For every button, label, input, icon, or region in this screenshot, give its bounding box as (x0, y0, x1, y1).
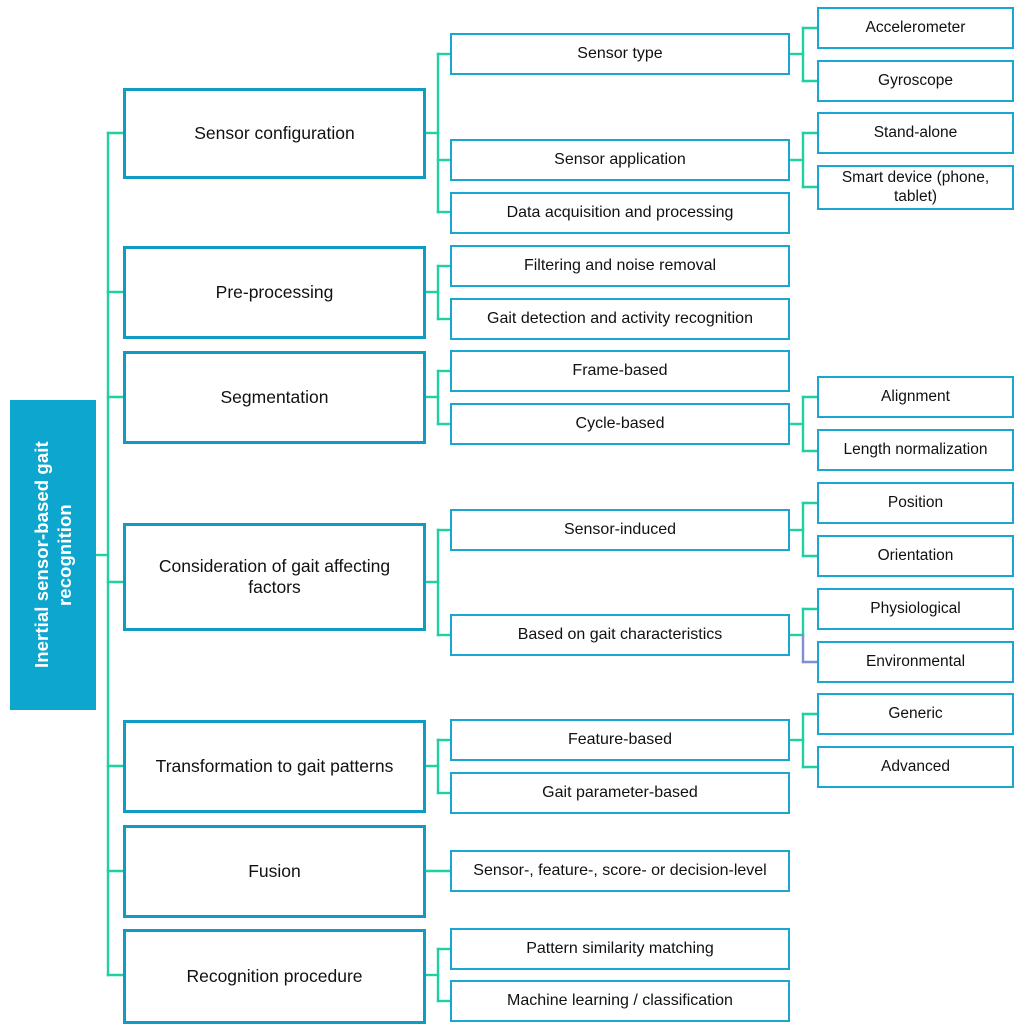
root-node-inertial-sensor-based-gait-recognition[interactable]: Inertial sensor-based gait recognition (10, 400, 96, 710)
level2-node-based-on-gait-characteristics[interactable]: Based on gait characteristics (450, 614, 790, 656)
level3-node-physiological[interactable]: Physiological (817, 588, 1014, 630)
level1-node-pre-processing[interactable]: Pre-processing (123, 246, 426, 339)
level1-node-fusion[interactable]: Fusion (123, 825, 426, 918)
level2-node-gait-detection-and-activity-recognition[interactable]: Gait detection and activity recognition (450, 298, 790, 340)
level1-node-transformation-to-gait-patterns[interactable]: Transformation to gait patterns (123, 720, 426, 813)
level2-node-data-acquisition-and-processing[interactable]: Data acquisition and processing (450, 192, 790, 234)
level2-node-cycle-based[interactable]: Cycle-based (450, 403, 790, 445)
level1-node-consideration-of-gait-affecting-factors[interactable]: Consideration of gait affecting factors (123, 523, 426, 631)
level2-node-sensor-application[interactable]: Sensor application (450, 139, 790, 181)
level3-node-generic[interactable]: Generic (817, 693, 1014, 735)
level3-node-gyroscope[interactable]: Gyroscope (817, 60, 1014, 102)
level3-node-orientation[interactable]: Orientation (817, 535, 1014, 577)
level3-node-environmental[interactable]: Environmental (817, 641, 1014, 683)
level3-node-stand-alone[interactable]: Stand-alone (817, 112, 1014, 154)
level3-node-accelerometer[interactable]: Accelerometer (817, 7, 1014, 49)
level2-node-frame-based[interactable]: Frame-based (450, 350, 790, 392)
level1-node-sensor-configuration[interactable]: Sensor configuration (123, 88, 426, 179)
level3-node-advanced[interactable]: Advanced (817, 746, 1014, 788)
level3-node-alignment[interactable]: Alignment (817, 376, 1014, 418)
level3-node-smart-device[interactable]: Smart device (phone, tablet) (817, 165, 1014, 210)
level3-node-length-normalization[interactable]: Length normalization (817, 429, 1014, 471)
level2-node-pattern-similarity-matching[interactable]: Pattern similarity matching (450, 928, 790, 970)
level2-node-fusion-levels[interactable]: Sensor-, feature-, score- or decision-le… (450, 850, 790, 892)
level1-node-recognition-procedure[interactable]: Recognition procedure (123, 929, 426, 1024)
level2-node-gait-parameter-based[interactable]: Gait parameter-based (450, 772, 790, 814)
level1-node-segmentation[interactable]: Segmentation (123, 351, 426, 444)
level2-node-feature-based[interactable]: Feature-based (450, 719, 790, 761)
level2-node-sensor-type[interactable]: Sensor type (450, 33, 790, 75)
level2-node-filtering-and-noise-removal[interactable]: Filtering and noise removal (450, 245, 790, 287)
level3-node-position[interactable]: Position (817, 482, 1014, 524)
level2-node-sensor-induced[interactable]: Sensor-induced (450, 509, 790, 551)
level2-node-machine-learning-classification[interactable]: Machine learning / classification (450, 980, 790, 1022)
